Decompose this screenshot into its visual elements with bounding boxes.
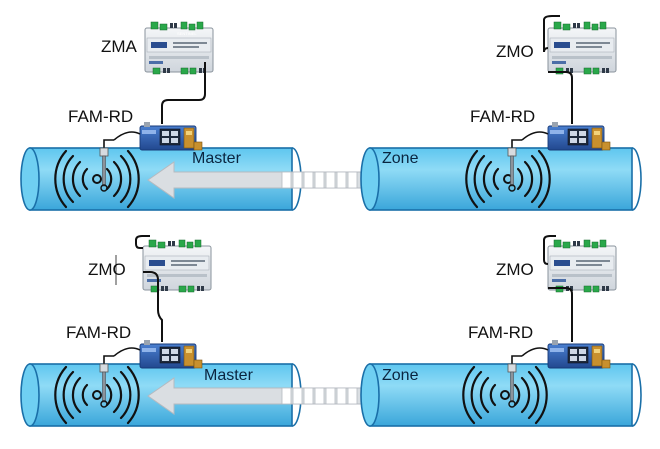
controller-label: ZMO (88, 260, 126, 279)
controller-brand: SENTINEL (177, 31, 197, 36)
arrow-label: Master (192, 150, 242, 167)
transmitter-module-icon (139, 121, 203, 151)
sensor-cable (113, 131, 141, 141)
sensor-label: FAM-RD (468, 323, 533, 342)
sensor-cable (521, 131, 549, 141)
sensor-label: FAM-RD (66, 323, 131, 342)
panel-bottom-right-zone: ZMO FAM-RD Zone (360, 235, 642, 427)
sensor-label: FAM-RD (68, 107, 133, 126)
din-rail-controller-icon (547, 239, 617, 293)
din-rail-controller-icon (144, 21, 214, 75)
sensor-cable (113, 347, 141, 357)
controller-label: ZMA (101, 37, 138, 56)
cable (543, 15, 560, 53)
arrow-label: Master (204, 367, 254, 384)
cable (548, 71, 573, 124)
sensor-cable (521, 347, 549, 357)
din-rail-controller-icon (547, 21, 617, 75)
controller-label: ZMO (496, 42, 534, 61)
transmitter-module-icon (139, 339, 203, 369)
transmitter-module-icon (547, 339, 611, 369)
panel-top-left-master: SENTINEL ZMA FAM-RD Master (20, 21, 449, 211)
sensor-label: FAM-RD (470, 107, 535, 126)
cable (161, 62, 206, 124)
din-rail-controller-icon (142, 239, 212, 293)
cable (135, 235, 150, 249)
cable (143, 271, 163, 342)
cable (548, 287, 573, 342)
panel-bottom-left-master: ZMO FAM-RD Master (20, 235, 449, 427)
panel-top-right-zone: ZMO FAM-RD Zone (360, 15, 642, 211)
cable (543, 235, 556, 265)
controller-label: ZMO (496, 260, 534, 279)
transmitter-module-icon (547, 121, 611, 151)
arrow-label: Zone (382, 367, 419, 384)
arrow-label: Zone (382, 150, 419, 167)
